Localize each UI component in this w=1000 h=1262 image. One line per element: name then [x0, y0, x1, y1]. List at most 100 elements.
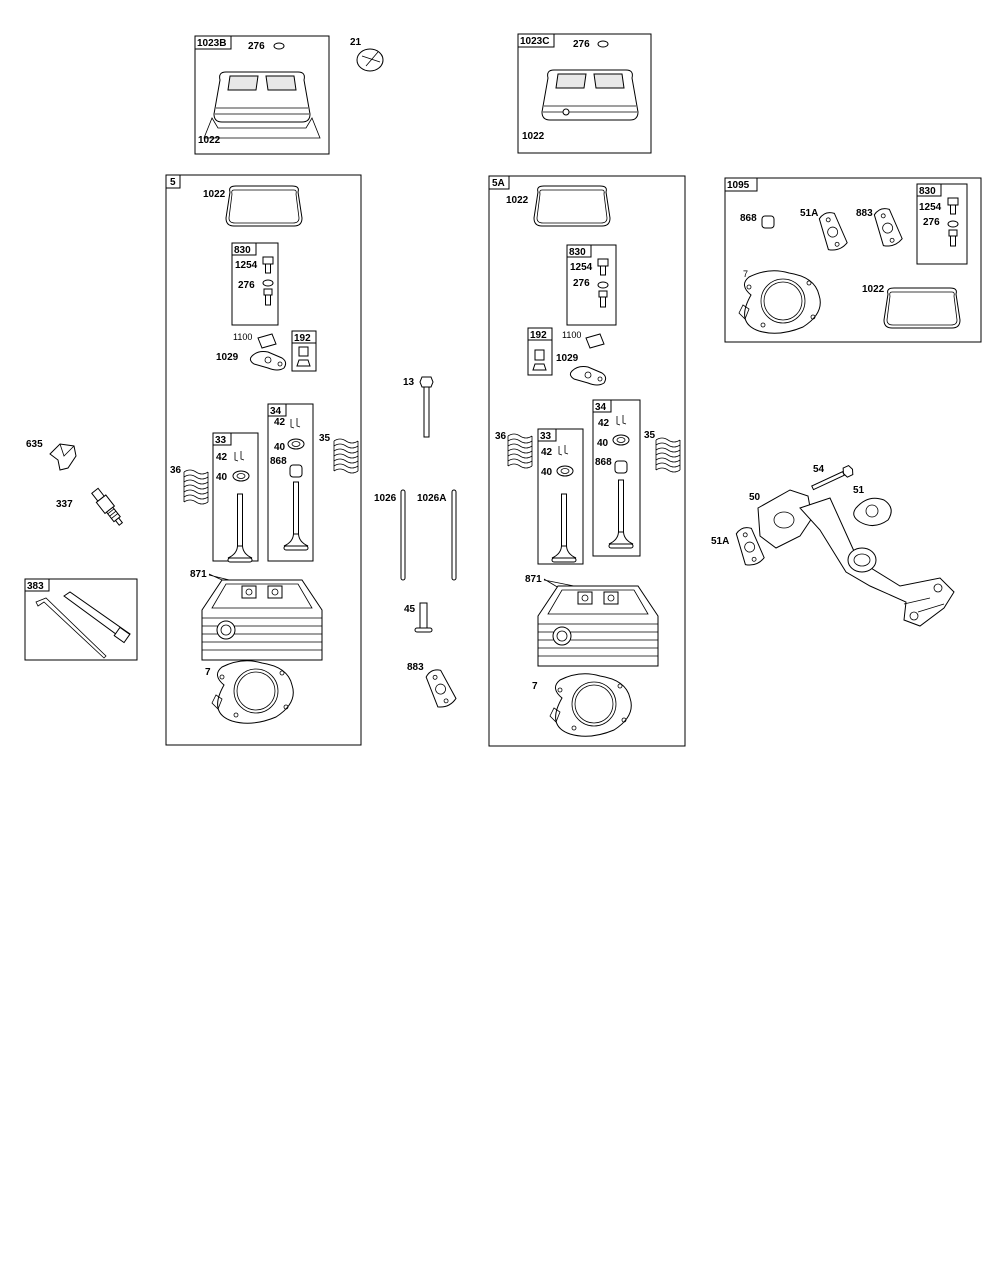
label-192-b: 192 — [530, 330, 547, 341]
washer-276-icon-2 — [597, 40, 609, 48]
label-40-d: 40 — [541, 467, 553, 478]
label-40-a: 40 — [274, 442, 286, 453]
label-192-a: 192 — [294, 333, 311, 344]
label-1254-c: 1254 — [919, 202, 942, 213]
head-gasket-7-icon-2 — [549, 673, 632, 737]
label-276-1023C: 276 — [573, 39, 590, 50]
label-871-a: 871 — [190, 569, 207, 580]
label-1100-a: 1100 — [233, 332, 252, 342]
spring-35-icon-2 — [655, 437, 681, 473]
box-1095 — [724, 177, 982, 343]
label-1026: 1026 — [374, 493, 397, 504]
valve-intake-icon-2 — [551, 493, 577, 563]
label-276-c: 276 — [923, 217, 940, 228]
spark-plug-wrench-383-icon — [35, 591, 131, 659]
cylinder-head-icon — [201, 579, 323, 661]
label-1023B: 1023B — [197, 38, 226, 49]
label-868-c: 868 — [740, 213, 757, 224]
rocker-arm-1029-icon-2 — [569, 366, 607, 386]
label-1022-1023B: 1022 — [198, 135, 221, 146]
box-830-c — [916, 183, 968, 265]
label-54: 54 — [813, 464, 825, 475]
push-rod-1026A-icon — [451, 489, 457, 581]
label-276-a: 276 — [238, 280, 255, 291]
label-36-a: 36 — [170, 465, 182, 476]
rocker-stud-830-icon — [262, 256, 274, 306]
label-21: 21 — [350, 37, 362, 48]
label-34-a: 34 — [270, 406, 282, 417]
valve-exhaust-icon-2 — [608, 479, 634, 549]
valve-cover-1023C-icon — [541, 69, 639, 121]
box-1023B — [194, 35, 330, 155]
gasket-1022-icon-2 — [533, 185, 611, 227]
guide-plate-1100-icon-2 — [585, 333, 605, 349]
rocker-arm-1029-icon — [249, 351, 287, 371]
label-1095: 1095 — [727, 180, 750, 191]
washer-276-icon — [273, 42, 285, 50]
box-33-b — [537, 428, 584, 565]
label-42-d: 42 — [541, 447, 553, 458]
label-42-c: 42 — [598, 418, 610, 429]
label-42-b: 42 — [216, 452, 228, 463]
label-1026A: 1026A — [417, 493, 446, 504]
label-276-1023B: 276 — [248, 41, 265, 52]
valve-cover-1023B-icon — [213, 71, 311, 123]
label-1022-c: 1022 — [862, 284, 885, 295]
box-1023C — [517, 33, 652, 154]
box-34-a — [267, 403, 314, 562]
spring-36-icon-2 — [507, 433, 533, 469]
label-33-a: 33 — [215, 435, 227, 446]
label-1029-b: 1029 — [556, 353, 579, 364]
label-1022-box5A: 1022 — [506, 195, 529, 206]
valve-intake-icon — [227, 493, 253, 563]
label-34-b: 34 — [595, 402, 607, 413]
gasket-51A-icon — [815, 209, 849, 253]
gasket-1022-icon — [225, 185, 303, 227]
label-871-b: 871 — [525, 574, 542, 585]
label-33-b: 33 — [540, 431, 552, 442]
label-51A-a: 51A — [800, 208, 818, 219]
label-36-b: 36 — [495, 431, 507, 442]
label-635: 635 — [26, 439, 43, 450]
valve-exhaust-icon — [283, 481, 309, 551]
label-276-b: 276 — [573, 278, 590, 289]
label-45: 45 — [404, 604, 416, 615]
gasket-51-icon — [853, 497, 892, 526]
label-7-b: 7 — [532, 681, 538, 692]
label-883-b: 883 — [856, 208, 873, 219]
bolt-54-icon — [811, 464, 854, 491]
label-1100-b: 1100 — [562, 330, 581, 340]
tappet-45-icon — [414, 602, 433, 633]
push-rod-1026-icon — [400, 489, 406, 581]
spring-36-icon — [183, 469, 209, 505]
head-gasket-7-icon-3 — [738, 270, 821, 334]
label-13: 13 — [403, 377, 415, 388]
cylinder-head-icon-2 — [537, 585, 659, 667]
label-383: 383 — [27, 581, 44, 592]
label-337: 337 — [56, 499, 73, 510]
label-51: 51 — [853, 485, 865, 496]
label-7-c: 7 — [743, 269, 748, 279]
box-34-b — [592, 399, 641, 557]
spring-35-icon — [333, 438, 359, 474]
label-830-a: 830 — [234, 245, 251, 256]
label-50: 50 — [749, 492, 761, 503]
rocker-stud-830-icon-2 — [597, 258, 609, 308]
head-gasket-7-icon — [211, 660, 294, 724]
label-35-b: 35 — [644, 430, 656, 441]
label-35-a: 35 — [319, 433, 331, 444]
bolt-13-icon — [419, 376, 434, 438]
label-42-a: 42 — [274, 417, 286, 428]
label-1254-a: 1254 — [235, 260, 258, 271]
label-7-a: 7 — [205, 667, 211, 678]
label-1254-b: 1254 — [570, 262, 593, 273]
spark-plug-337-icon — [91, 487, 124, 526]
oil-cap-21-icon — [356, 48, 384, 72]
gasket-1022-icon-3 — [883, 287, 961, 329]
label-883-mid: 883 — [407, 662, 424, 673]
label-830-c: 830 — [919, 186, 936, 197]
label-5: 5 — [170, 177, 176, 188]
label-1022-1023C: 1022 — [522, 131, 545, 142]
gasket-883-icon — [422, 666, 458, 711]
label-5A: 5A — [492, 178, 505, 189]
